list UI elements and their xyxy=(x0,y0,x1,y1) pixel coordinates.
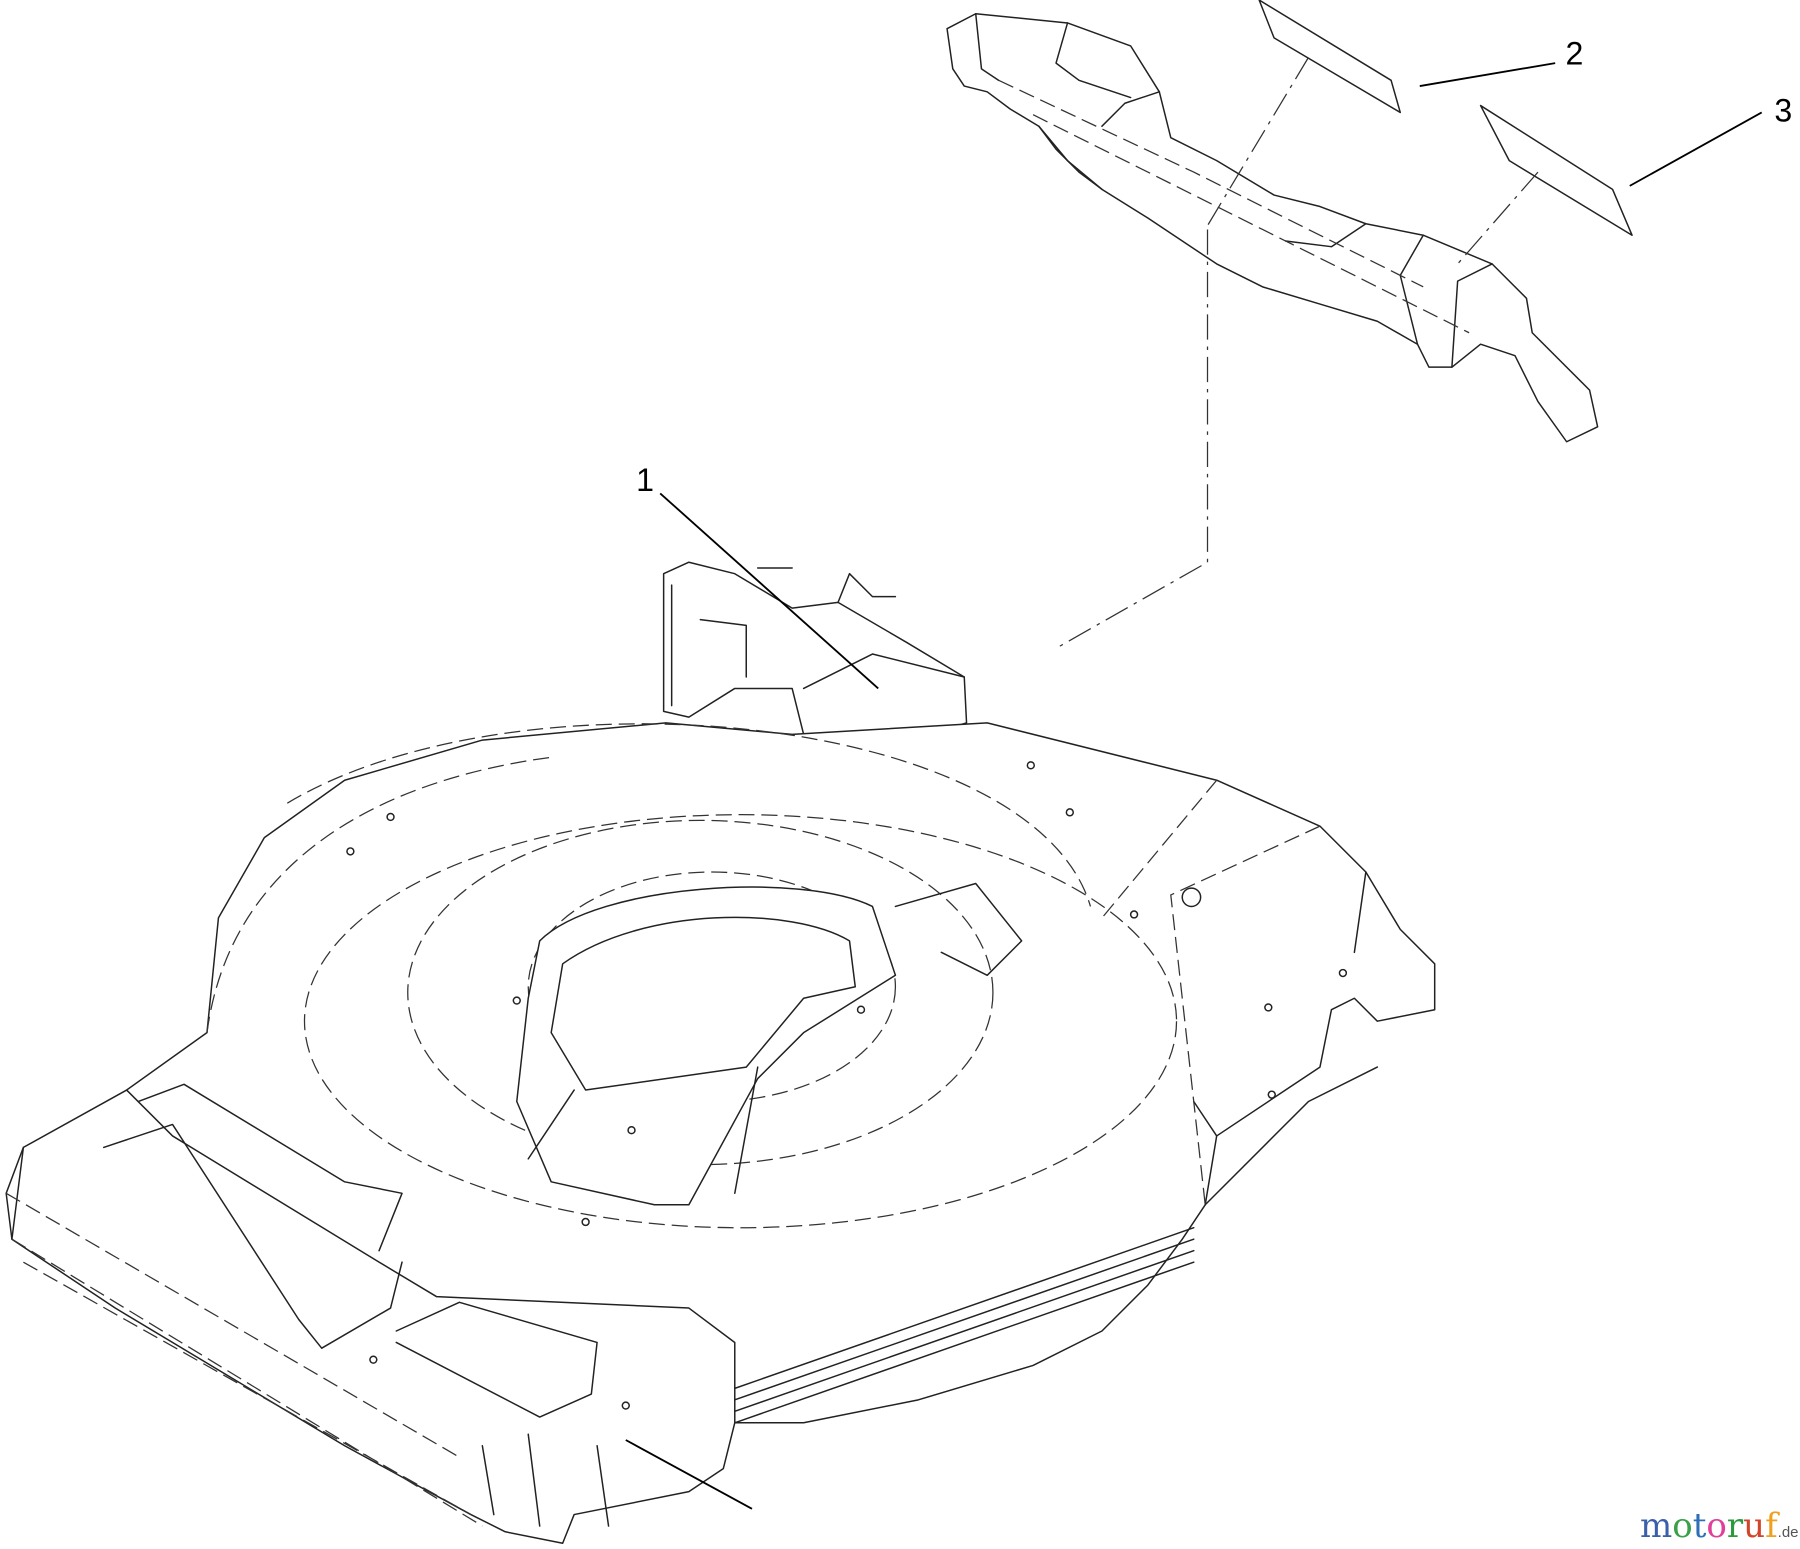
watermark-letter: o xyxy=(1706,1506,1727,1546)
watermark-suffix: .de xyxy=(1777,1524,1799,1541)
watermark-letter: r xyxy=(1726,1506,1744,1546)
callout-3: 3 xyxy=(1774,93,1792,129)
watermark-logo: motoruf.de xyxy=(1640,1506,1799,1546)
deck-holes xyxy=(346,761,1348,1410)
leader-line-2 xyxy=(1419,62,1556,87)
callout-2: 2 xyxy=(1565,35,1583,71)
decal-2 xyxy=(1204,0,1402,230)
watermark-letter: u xyxy=(1743,1506,1766,1546)
mower-deck xyxy=(5,722,1436,1545)
handle-part xyxy=(946,13,1599,443)
alignment-line xyxy=(1055,229,1209,649)
chute-guard-part xyxy=(662,561,968,736)
watermark-letter: o xyxy=(1672,1506,1693,1546)
callout-1: 1 xyxy=(636,462,654,498)
decal-3 xyxy=(1457,104,1633,265)
leader-line-3 xyxy=(1629,111,1763,187)
leader-line-bottom xyxy=(625,1439,753,1510)
watermark-letter: f xyxy=(1765,1506,1778,1546)
watermark-letter: t xyxy=(1692,1506,1707,1546)
leader-line-1 xyxy=(659,492,879,690)
watermark-letter: m xyxy=(1640,1506,1673,1546)
